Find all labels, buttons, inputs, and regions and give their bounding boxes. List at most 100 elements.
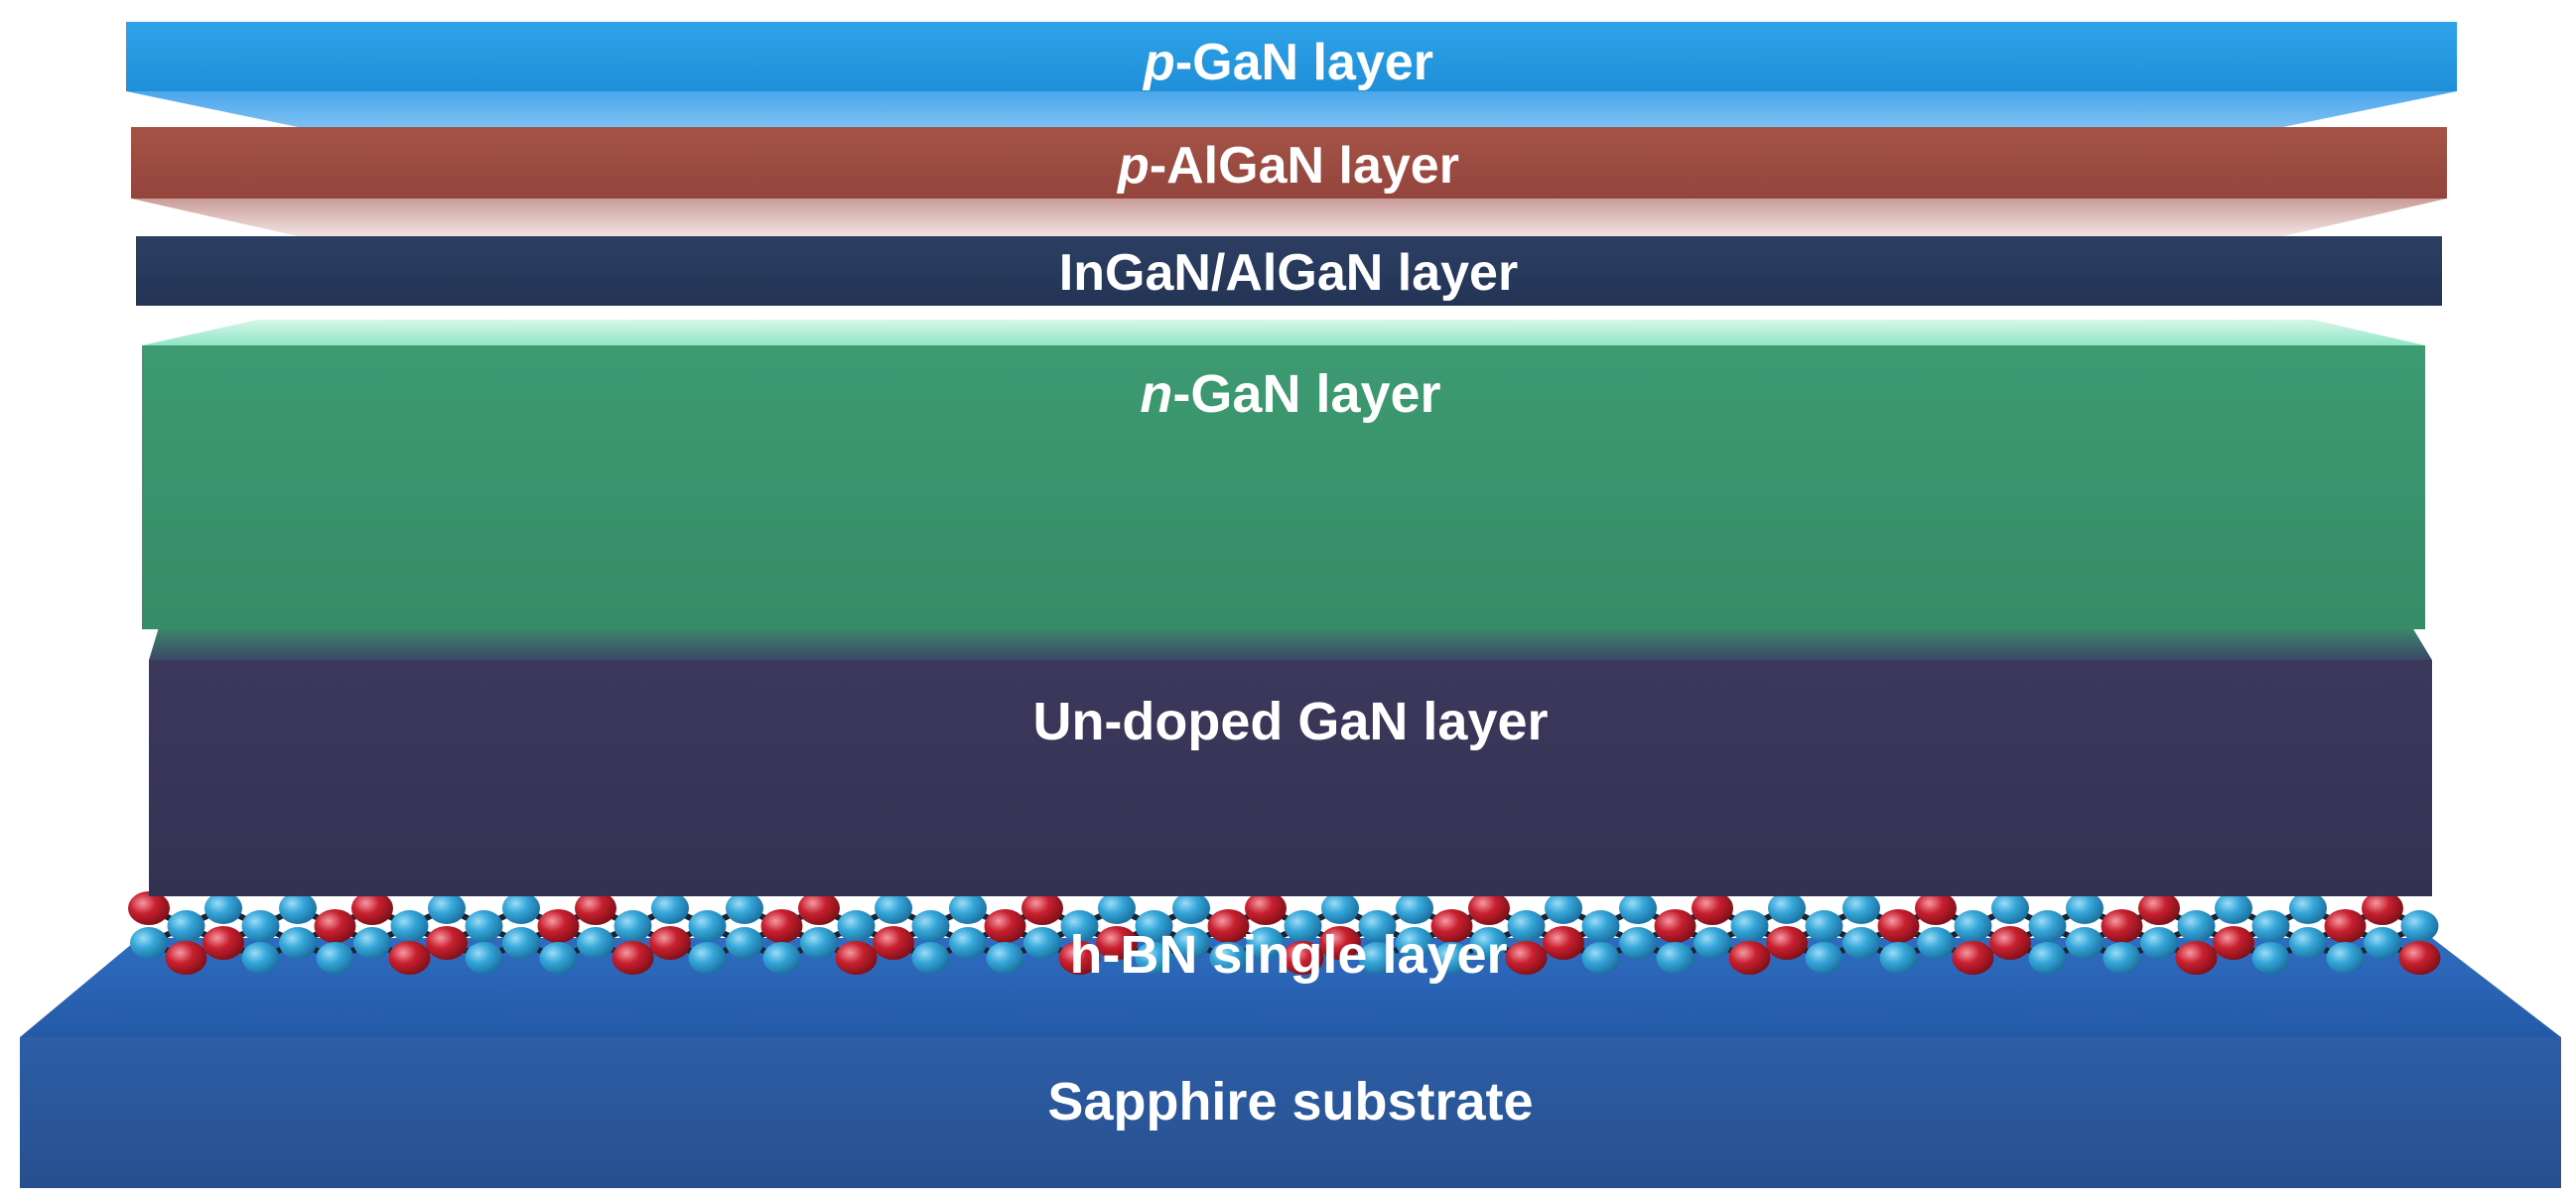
boron-atom xyxy=(1842,892,1880,924)
boron-atom xyxy=(2028,910,2067,942)
boron-atom xyxy=(2326,942,2365,974)
boron-atom xyxy=(1545,892,1582,924)
boron-atom xyxy=(204,892,242,924)
nitrogen-atom xyxy=(575,891,616,925)
boron-atom xyxy=(1954,910,1992,942)
nitrogen-atom xyxy=(984,909,1026,943)
boron-atom xyxy=(2289,927,2327,959)
boron-atom xyxy=(2289,892,2327,924)
boron-atom xyxy=(2177,910,2216,942)
boron-atom xyxy=(279,927,317,959)
n-gan-top-face xyxy=(142,320,2425,345)
nitrogen-atom xyxy=(1692,891,1733,925)
boron-atom xyxy=(986,942,1024,974)
boron-atom xyxy=(2251,942,2290,974)
nitrogen-atom xyxy=(1915,891,1957,925)
boron-atom xyxy=(2102,942,2141,974)
nitrogen-atom xyxy=(2138,891,2180,925)
nitrogen-atom xyxy=(1766,926,1808,960)
boron-atom xyxy=(502,927,540,959)
sapphire-label: Sapphire substrate xyxy=(1047,1072,1533,1132)
nitrogen-atom xyxy=(649,926,691,960)
boron-atom xyxy=(465,942,503,974)
boron-atom xyxy=(1432,942,1471,974)
boron-atom xyxy=(2066,927,2103,959)
p-algan-front-face xyxy=(131,127,2447,199)
boron-atom xyxy=(465,910,503,942)
boron-atom xyxy=(1470,927,1508,959)
boron-atom xyxy=(762,942,801,974)
nitrogen-atom xyxy=(314,909,356,943)
nitrogen-atom xyxy=(537,909,580,943)
sapphire-top-face xyxy=(20,938,2561,1037)
boron-atom xyxy=(316,942,354,974)
nitrogen-atom xyxy=(1728,941,1771,975)
boron-atom xyxy=(390,910,429,942)
boron-atom xyxy=(949,927,987,959)
boron-atom xyxy=(911,910,950,942)
boron-atom xyxy=(1879,942,1918,974)
boron-atom xyxy=(1209,942,1248,974)
boron-atom xyxy=(1098,892,1136,924)
nitrogen-atom xyxy=(1245,891,1287,925)
nitrogen-atom xyxy=(165,941,207,975)
boron-atom xyxy=(241,942,280,974)
nitrogen-atom xyxy=(426,926,468,960)
boron-atom xyxy=(241,910,280,942)
boron-atom xyxy=(1358,910,1397,942)
layer-undoped-gan: Un-doped GaN layer xyxy=(149,627,2432,896)
p-gan-bottom-face xyxy=(126,91,2457,127)
n-gan-name: -GaN layer xyxy=(1172,364,1440,424)
boron-atom xyxy=(1730,910,1769,942)
boron-atom xyxy=(428,892,466,924)
nitrogen-atom xyxy=(1319,926,1361,960)
boron-atom xyxy=(1284,910,1322,942)
hbn-atoms xyxy=(128,891,2441,975)
nitrogen-atom xyxy=(1952,941,1994,975)
boron-atom xyxy=(837,910,876,942)
nitrogen-atom xyxy=(388,941,431,975)
nitrogen-atom xyxy=(2213,926,2254,960)
boron-atom xyxy=(577,927,614,959)
boron-atom xyxy=(1396,892,1433,924)
undoped-gan-front-face xyxy=(149,660,2432,896)
boron-atom xyxy=(353,927,391,959)
boron-atom xyxy=(1694,927,1731,959)
nitrogen-atom xyxy=(1021,891,1063,925)
ingan-algan-label: InGaN/AlGaN layer xyxy=(1059,244,1518,302)
boron-atom xyxy=(2364,927,2401,959)
nitrogen-atom xyxy=(351,891,393,925)
boron-atom xyxy=(1619,892,1657,924)
boron-atom xyxy=(1507,910,1546,942)
boron-atom xyxy=(688,942,727,974)
nitrogen-atom xyxy=(1505,941,1548,975)
boron-atom xyxy=(911,942,950,974)
n-gan-doping-prefix: n xyxy=(1140,364,1172,424)
undoped-gan-top-face xyxy=(149,627,2432,660)
boron-atom xyxy=(875,892,912,924)
p-gan-label: p-GaN layer xyxy=(1142,34,1433,91)
boron-atom xyxy=(502,892,540,924)
boron-atom xyxy=(1842,927,1880,959)
nitrogen-atom xyxy=(1543,926,1584,960)
boron-atom xyxy=(1656,942,1695,974)
p-algan-bottom-face xyxy=(131,199,2447,236)
boron-atom xyxy=(726,927,763,959)
p-gan-doping-prefix: p xyxy=(1142,34,1175,91)
boron-atom xyxy=(1805,910,1843,942)
boron-atom xyxy=(2028,942,2067,974)
boron-atom xyxy=(167,910,205,942)
boron-atom xyxy=(1247,927,1285,959)
boron-atom xyxy=(1023,927,1061,959)
boron-atom xyxy=(2215,892,2252,924)
nitrogen-atom xyxy=(1096,926,1138,960)
boron-atom xyxy=(130,927,168,959)
layer-ingan-algan: InGaN/AlGaN layer xyxy=(136,236,2442,306)
boron-atom xyxy=(688,910,727,942)
boron-atom xyxy=(1768,892,1806,924)
nitrogen-atom xyxy=(1282,941,1324,975)
nitrogen-atom xyxy=(1430,909,1473,943)
boron-atom xyxy=(2400,910,2439,942)
hbn-label: h-BN single layer xyxy=(1069,925,1507,985)
nitrogen-atom xyxy=(1468,891,1510,925)
